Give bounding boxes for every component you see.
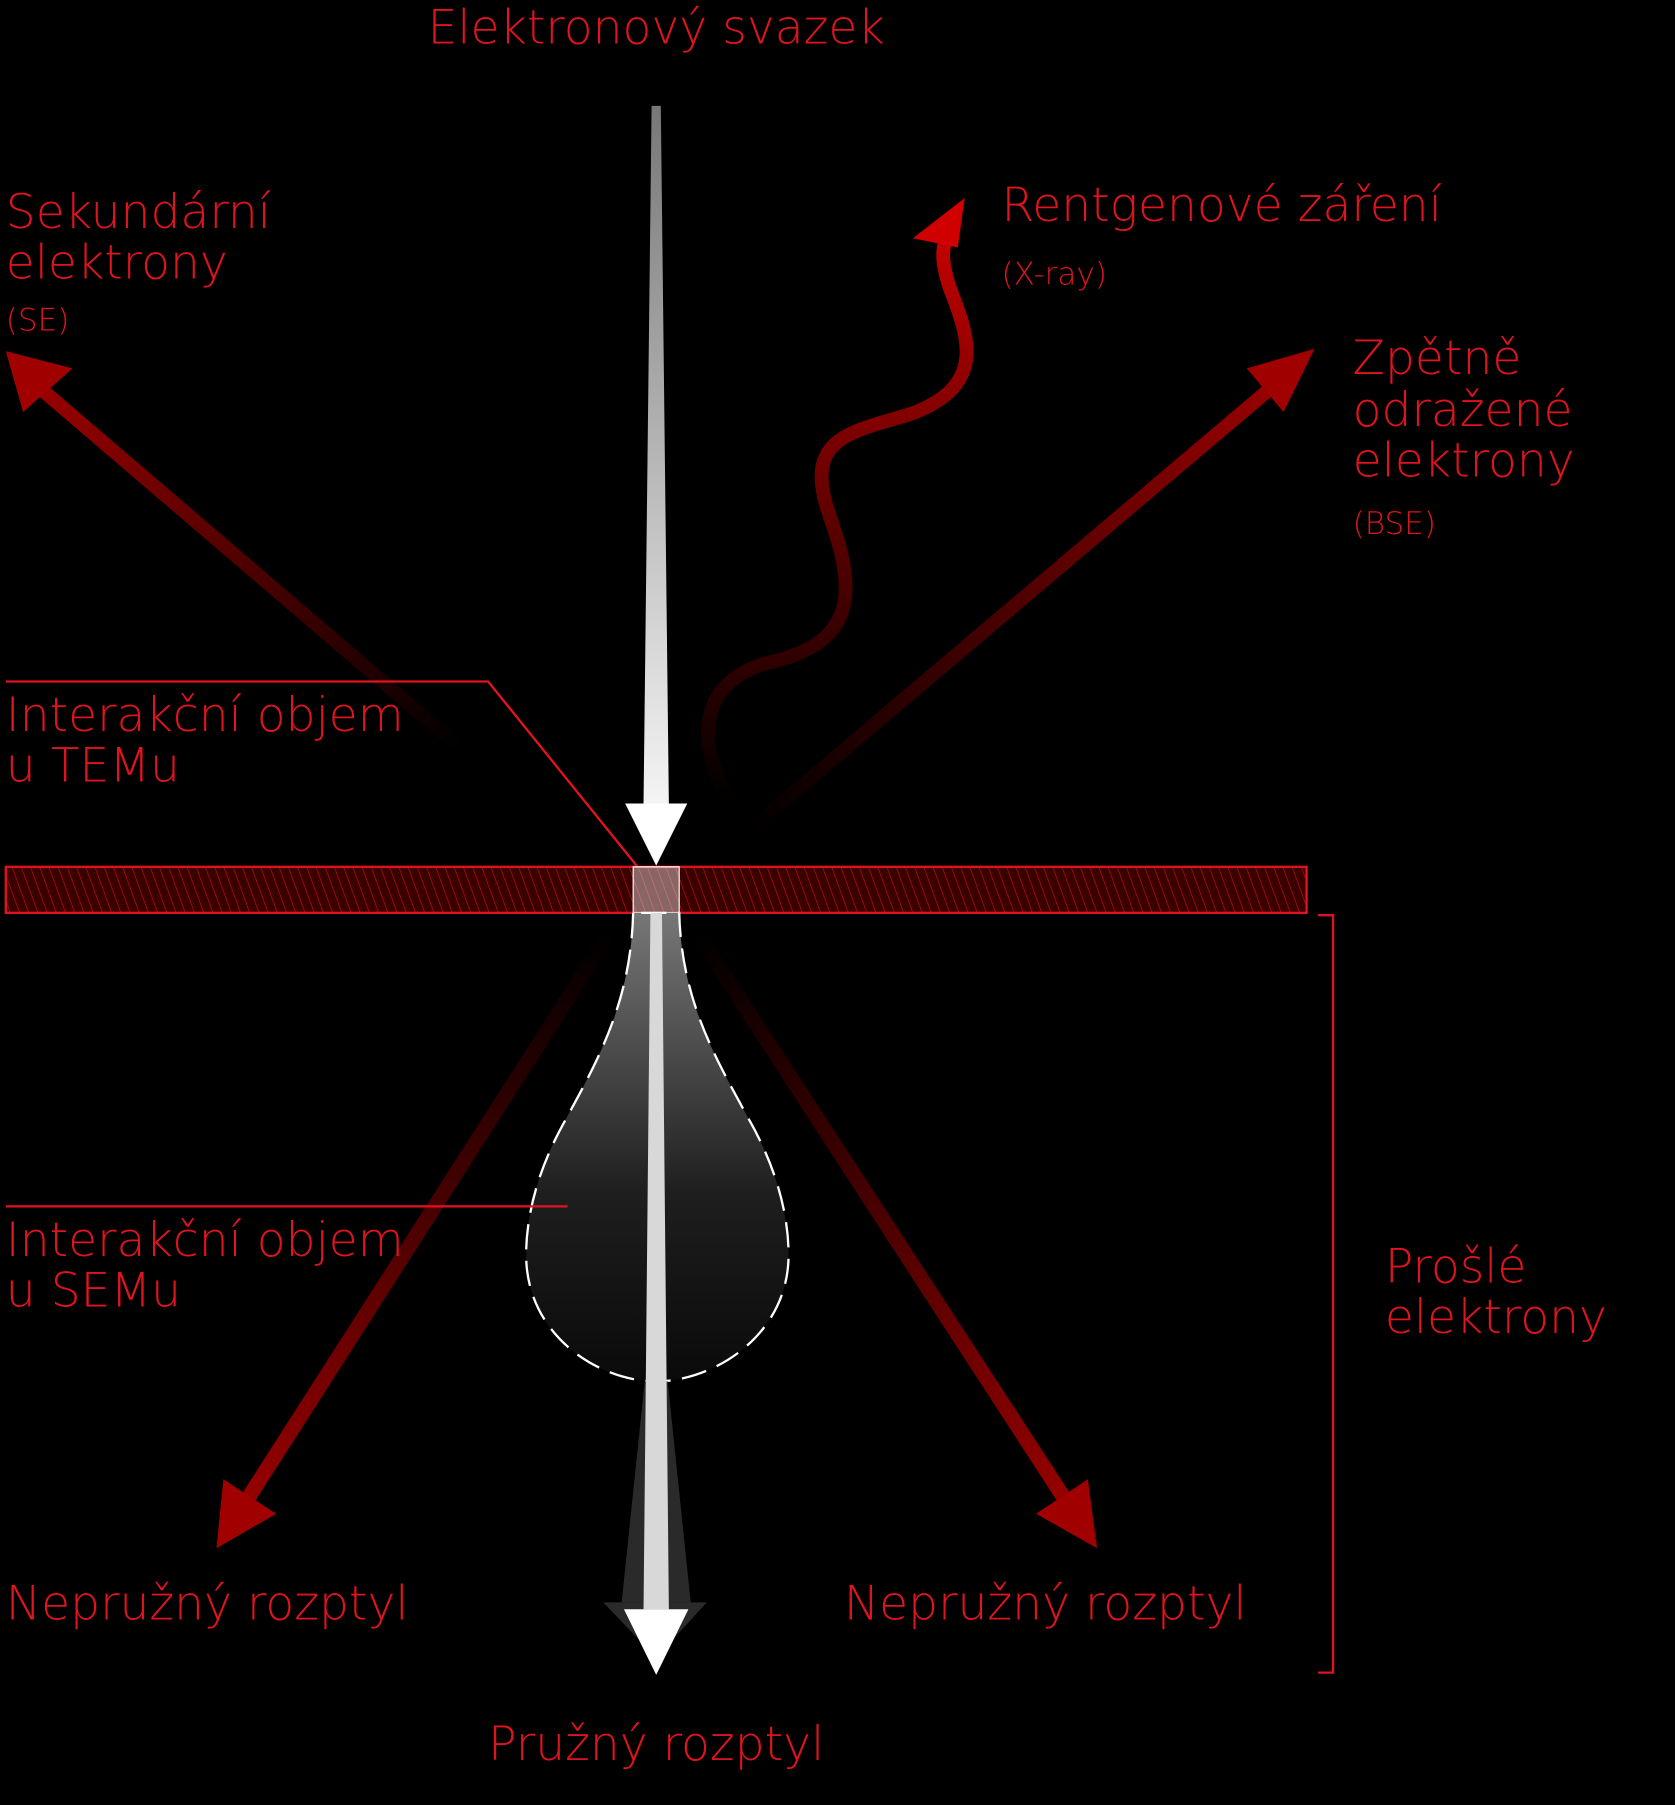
se-label-line2: elektrony <box>6 236 228 291</box>
electron-beam-arrow <box>625 105 688 866</box>
se-arrow <box>5 351 465 754</box>
transmitted-label-line2: elektrony <box>1385 1290 1607 1345</box>
se-abbr: (SE) <box>6 302 70 338</box>
elastic-arrow <box>603 912 707 1675</box>
tem-volume-label-line2: u TEMu <box>6 739 180 794</box>
xray-arrow <box>701 197 974 810</box>
xray-abbr: (X-ray) <box>1002 256 1107 292</box>
transmitted-bracket <box>1318 914 1335 1674</box>
tem-interaction-volume <box>632 866 680 914</box>
beam-title: Elektronový svazek <box>428 1 885 56</box>
tem-volume-label-line1: Interakční objem <box>6 688 404 743</box>
inelastic-right-label: Nepružný rozptyl <box>844 1577 1247 1632</box>
bse-label-line2: odražené <box>1353 383 1573 438</box>
bse-label-line3: elektrony <box>1353 434 1575 489</box>
bse-arrow <box>743 348 1315 837</box>
xray-label: Rentgenové záření <box>1002 178 1442 233</box>
bse-label-line1: Zpětně <box>1353 331 1522 386</box>
elastic-label: Pružný rozptyl <box>488 1717 824 1772</box>
inelastic-left-arrow <box>216 928 617 1549</box>
transmitted-label-line1: Prošlé <box>1385 1239 1527 1294</box>
se-label-line1: Sekundární <box>6 185 271 240</box>
inelastic-left-label: Nepružný rozptyl <box>6 1577 409 1632</box>
tem-leader-line <box>5 680 638 867</box>
sem-volume-label-line1: Interakční objem <box>6 1213 404 1268</box>
sem-volume-label-line2: u SEMu <box>6 1264 181 1319</box>
bse-abbr: (BSE) <box>1353 506 1436 542</box>
inelastic-right-arrow <box>690 928 1098 1549</box>
